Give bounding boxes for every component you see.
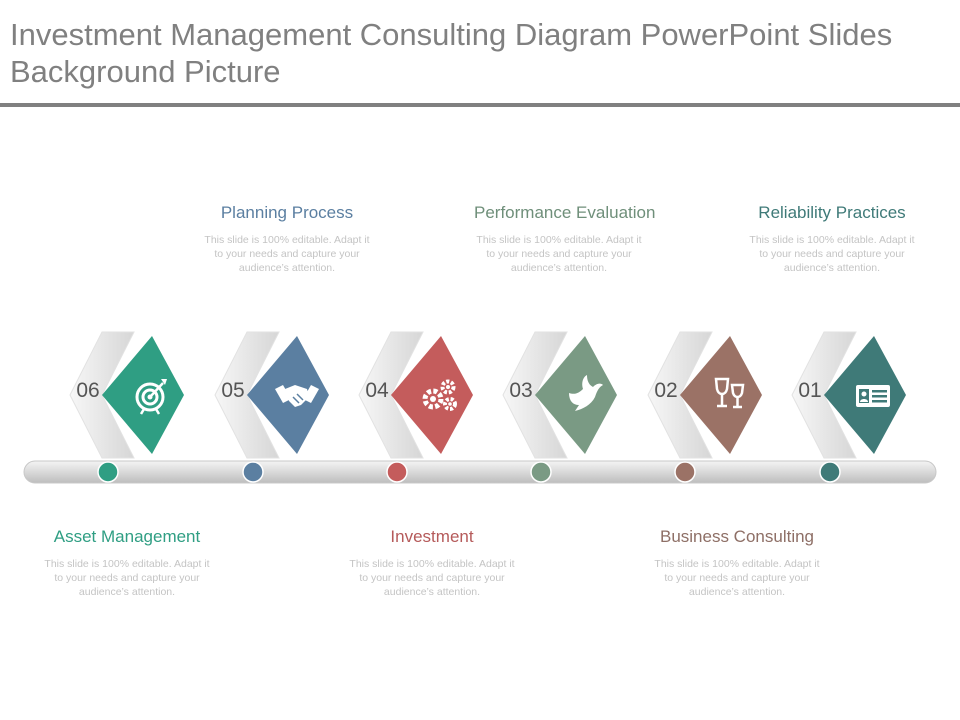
label-02: Business Consulting This slide is 100% e… xyxy=(652,526,822,599)
step-04: 04 xyxy=(345,330,475,460)
dove-icon xyxy=(561,371,609,419)
step-03-number: 03 xyxy=(509,379,533,402)
id-card-icon xyxy=(850,371,898,419)
step-01: 01 xyxy=(778,330,908,460)
step-04-number: 04 xyxy=(365,379,389,402)
label-03-text: This slide is 100% editable. Adapt it to… xyxy=(476,234,642,274)
step-06: 06 xyxy=(56,330,186,460)
target-icon xyxy=(128,371,176,419)
step-06-number: 06 xyxy=(76,379,100,402)
step-02: 02 xyxy=(634,330,764,460)
label-03-heading: Performance Evaluation xyxy=(474,203,656,222)
slide-title: Investment Management Consulting Diagram… xyxy=(10,17,893,89)
handshake-icon xyxy=(273,371,321,419)
wine-glasses-icon xyxy=(706,371,754,419)
label-05-text: This slide is 100% editable. Adapt it to… xyxy=(204,234,370,274)
label-04: Investment This slide is 100% editable. … xyxy=(347,526,517,599)
step-05-number: 05 xyxy=(221,379,245,402)
label-01: Reliability Practices This slide is 100%… xyxy=(747,202,917,275)
step-01-number: 01 xyxy=(798,379,822,402)
timeline-dot-06 xyxy=(97,461,119,483)
label-06: Asset Management This slide is 100% edit… xyxy=(42,526,212,599)
label-02-text: This slide is 100% editable. Adapt it to… xyxy=(654,558,820,598)
step-03: 03 xyxy=(489,330,619,460)
label-06-text: This slide is 100% editable. Adapt it to… xyxy=(44,558,210,598)
timeline-dot-02 xyxy=(674,461,696,483)
timeline-dot-01 xyxy=(819,461,841,483)
label-04-heading: Investment xyxy=(390,527,474,546)
step-05: 05 xyxy=(201,330,331,460)
gears-icon xyxy=(417,371,465,419)
label-06-heading: Asset Management xyxy=(53,527,201,546)
label-03: Performance Evaluation This slide is 100… xyxy=(474,202,656,275)
label-01-heading: Reliability Practices xyxy=(758,203,906,222)
timeline-dot-04 xyxy=(386,461,408,483)
step-02-number: 02 xyxy=(654,379,678,402)
label-05-heading: Planning Process xyxy=(220,203,354,222)
label-05: Planning Process This slide is 100% edit… xyxy=(202,202,372,275)
title-divider xyxy=(0,103,960,107)
label-02-heading: Business Consulting xyxy=(659,527,815,546)
timeline-bar xyxy=(23,460,937,484)
step-04-shape xyxy=(358,331,473,459)
timeline-dot-05 xyxy=(242,461,264,483)
label-01-text: This slide is 100% editable. Adapt it to… xyxy=(749,234,915,274)
step-04-diamond xyxy=(391,336,473,454)
timeline-dot-03 xyxy=(530,461,552,483)
label-04-text: This slide is 100% editable. Adapt it to… xyxy=(349,558,515,598)
